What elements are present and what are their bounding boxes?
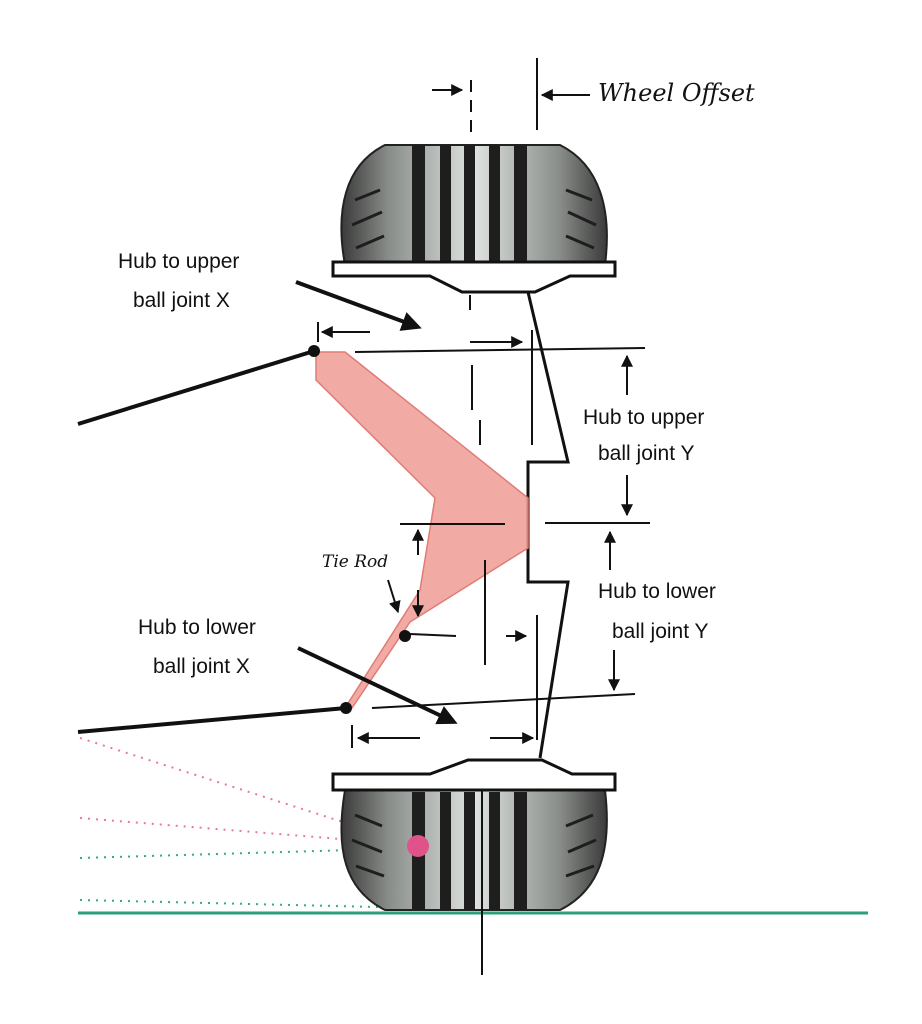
tie-rod-label: Tie Rod: [322, 552, 388, 572]
lower-tire-sipes: [351, 813, 597, 878]
lower-x-dimension: [351, 725, 535, 748]
lower-y-label-line2: ball joint Y: [612, 620, 709, 643]
tie-rod-level: [409, 633, 457, 637]
tie-rod-joint-icon: [399, 630, 411, 642]
tread-groove: [412, 145, 425, 263]
upper-x-label-line1: Hub to upper: [118, 250, 239, 273]
upper-x-callout-arrow: [295, 280, 422, 331]
lower-x-label-line1: Hub to lower: [138, 616, 256, 639]
centerlines: [469, 58, 538, 975]
upper-ball-joint-level: [354, 347, 646, 353]
upper-x-dimension: [317, 322, 646, 353]
tie-rod-dimension: [387, 528, 528, 642]
tread-groove: [440, 145, 451, 263]
lower-x-callout-arrow: [297, 646, 458, 725]
tread-groove: [514, 792, 527, 910]
wheel-offset-dimension: [432, 84, 590, 101]
upper-control-arm: [77, 349, 315, 426]
lower-ball-joint-icon: [340, 702, 352, 714]
lower-control-arm: [77, 706, 347, 734]
lower-tire-treads: [412, 792, 527, 910]
tread-groove: [489, 792, 500, 910]
tie-rod-pointer: [387, 579, 401, 614]
sipe: [351, 188, 385, 250]
lower-wheel-rim: [331, 758, 617, 792]
tread-groove: [464, 145, 475, 263]
upper-ball-joint-icon: [308, 345, 320, 357]
upper-x-label-line2: ball joint X: [133, 289, 230, 312]
tread-groove: [464, 792, 475, 910]
sipe: [351, 813, 385, 878]
sipe: [565, 188, 597, 250]
upper-y-label-line1: Hub to upper: [583, 406, 704, 429]
lower-tire: [340, 789, 608, 911]
tread-groove: [514, 145, 527, 263]
upper-tire: [340, 144, 608, 266]
green-guide-line: [79, 899, 421, 909]
lower-x-label-line2: ball joint X: [153, 655, 250, 678]
sipe: [565, 813, 597, 878]
wheel-center-profile: [526, 291, 570, 759]
upper-y-label-line2: ball joint Y: [598, 442, 695, 465]
upper-y-dimension: [400, 354, 650, 525]
tread-groove: [440, 792, 451, 910]
green-guide-line: [79, 847, 421, 859]
wheel-offset-label: Wheel Offset: [598, 79, 755, 107]
lower-y-label-line1: Hub to lower: [598, 580, 716, 603]
upper-tire-treads: [412, 145, 527, 263]
upper-tire-sipes: [351, 188, 597, 250]
upper-wheel-rim: [331, 260, 617, 294]
steering-knuckle: [315, 351, 529, 709]
contact-point-icon: [407, 835, 429, 857]
tread-groove: [489, 145, 500, 263]
